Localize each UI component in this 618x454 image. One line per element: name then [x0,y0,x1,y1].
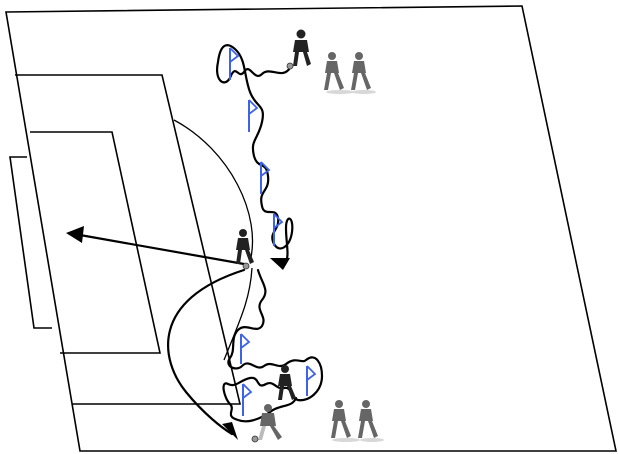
flag-bottom-2 [306,365,317,396]
goal-area [30,131,161,354]
flag-bottom-3 [242,383,253,416]
shot-arrow-line [78,233,246,266]
center-player-with-ball [236,229,254,270]
curved-pass-arrowhead [222,422,238,440]
penalty-arc [173,119,254,263]
waiting-players-top [324,52,376,94]
flag-top-1 [229,47,240,80]
dribble-path-top [216,44,294,266]
pitch-boundary [5,5,617,452]
bottom-dribbler [278,365,296,400]
coach-dribbler-top [286,29,311,70]
dribble-arrowhead-top [270,258,290,270]
curved-pass-line [167,268,246,436]
goal [9,156,52,329]
waiting-players-bottom [331,400,384,442]
dribble-path-bottom [222,268,324,423]
shot-arrowhead [66,226,84,243]
flag-top-3 [260,161,271,194]
flag-top-2 [248,99,259,132]
flag-bottom-1 [240,333,251,364]
support-run-line [223,267,253,361]
flag-top-4 [273,213,284,246]
penalty-area [15,74,242,405]
bottom-shooter [251,404,282,443]
